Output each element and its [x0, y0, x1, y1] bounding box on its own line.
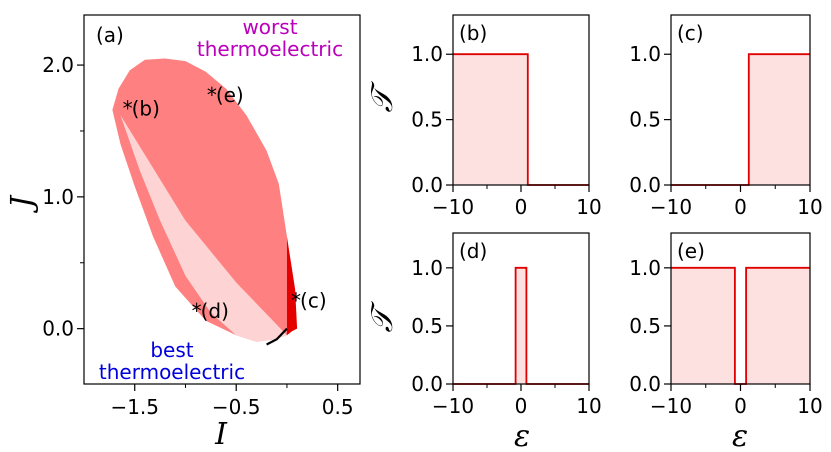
boundary-curve — [266, 327, 288, 346]
point-marker: * — [123, 96, 133, 120]
region-dark — [286, 236, 298, 336]
x-tick-label: −10 — [432, 195, 474, 219]
x-tick-label: −10 — [432, 394, 474, 418]
x-tick-label: 10 — [797, 394, 822, 418]
panel-e: (e) −10 0 10 0.0 0.5 1.0 — [629, 232, 823, 418]
best-label-line2: thermoelectric — [99, 360, 245, 384]
point-label: (c) — [300, 289, 327, 313]
region-best — [120, 115, 287, 342]
y-tick-label: 0.5 — [629, 314, 661, 338]
region-outer — [112, 58, 287, 342]
x-tick-label: 0 — [734, 394, 747, 418]
transmission-panels: (b) −10 0 10 0.0 0.5 1.0 (c) −10 0 10 0.0 0.5 1.0 (d) −… — [411, 14, 823, 418]
panel-a-label: (a) — [96, 23, 124, 47]
panel-label: (c) — [677, 21, 704, 45]
y-tick-label: 0.5 — [629, 108, 661, 132]
x-tick-label: 0 — [515, 394, 528, 418]
worst-label-line2: thermoelectric — [197, 37, 343, 61]
transmission-fill — [453, 54, 589, 186]
point-marker: * — [291, 289, 301, 313]
panel-label: (d) — [459, 239, 487, 263]
transmission-fill — [453, 267, 589, 384]
y-axis-label-top: 𝒯 — [365, 80, 400, 112]
x-tick-label: 0.5 — [322, 395, 354, 419]
y-axis-label-bottom: 𝒯 — [365, 300, 400, 332]
point-marker: * — [192, 299, 202, 323]
marked-points: *(b)*(e)*(c)*(d) — [123, 83, 327, 323]
transmission-fill — [671, 267, 810, 384]
point-label: (e) — [216, 83, 244, 107]
y-tick-label: 0.0 — [629, 173, 661, 197]
x-tick-label: 0 — [734, 195, 747, 219]
point-label: (d) — [201, 299, 229, 323]
x-tick-label: −10 — [650, 195, 692, 219]
panel-label: (b) — [459, 21, 487, 45]
y-tick-label: 0.0 — [411, 173, 443, 197]
y-tick-label: 0.0 — [629, 372, 661, 396]
panel-label: (e) — [677, 239, 705, 263]
x-tick-label: −1.5 — [110, 395, 159, 419]
y-tick-label: 1.0 — [411, 256, 443, 280]
x-tick-label: 10 — [576, 394, 601, 418]
y-tick-label: 0.0 — [411, 372, 443, 396]
x-tick-label: −0.5 — [212, 395, 261, 419]
panel-d: (d) −10 0 10 0.0 0.5 1.0 — [411, 232, 602, 418]
y-tick-label: 1.0 — [411, 42, 443, 66]
y-tick-label: 0.0 — [42, 317, 74, 341]
panel-c: (c) −10 0 10 0.0 0.5 1.0 — [629, 14, 823, 219]
y-tick-label: 2.0 — [42, 53, 74, 77]
x-tick-label: 10 — [797, 195, 822, 219]
x-tick-label: −10 — [650, 394, 692, 418]
panel-a-ticks: −1.5 −0.5 0.5 0.0 1.0 2.0 — [42, 53, 353, 419]
x-axis-label-I: I — [214, 417, 228, 452]
x-axis-label-left: ε — [514, 419, 530, 452]
y-tick-label: 1.0 — [629, 42, 661, 66]
y-axis-label-J: J — [5, 194, 40, 214]
x-tick-label: 10 — [576, 195, 601, 219]
panel-a-frame — [83, 14, 361, 385]
y-tick-label: 1.0 — [42, 185, 74, 209]
point-label: (b) — [132, 96, 160, 120]
best-label-line1: best — [150, 338, 193, 362]
x-tick-label: 0 — [515, 195, 528, 219]
y-tick-label: 0.5 — [411, 314, 443, 338]
y-tick-label: 1.0 — [629, 256, 661, 280]
worst-label-line1: worst — [242, 15, 297, 39]
point-marker: * — [207, 83, 217, 107]
transmission-fill — [671, 54, 810, 186]
y-tick-label: 0.5 — [411, 108, 443, 132]
panel-b: (b) −10 0 10 0.0 0.5 1.0 — [411, 14, 602, 219]
phase-regions — [112, 58, 298, 346]
x-axis-label-right: ε — [732, 419, 748, 452]
